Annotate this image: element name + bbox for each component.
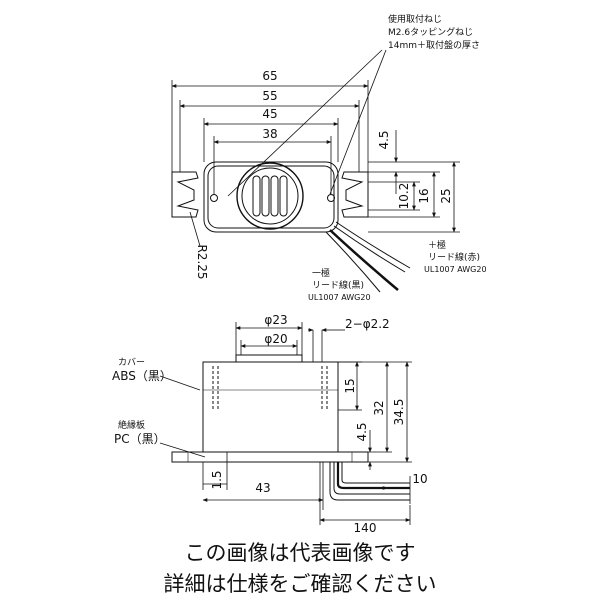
mount-hole-right xyxy=(327,194,335,202)
dim-25: 25 xyxy=(439,188,453,203)
cover-label-material: ABS（黒） xyxy=(112,369,172,383)
side-sound-port xyxy=(235,354,303,363)
radius-label: R2.25 xyxy=(195,244,209,279)
mounting-flange-right xyxy=(341,171,369,218)
lead-pos-spec: UL1007 AWG20 xyxy=(424,265,487,274)
dim-4-5-side: 4.5 xyxy=(355,422,369,441)
side-lead-2 xyxy=(333,462,410,495)
slot-1 xyxy=(252,175,261,217)
cover-label-title: カバー xyxy=(118,357,145,368)
side-body-outline xyxy=(202,361,339,453)
dim-43: 43 xyxy=(255,481,270,495)
dim-10-2: 10.2 xyxy=(397,183,411,210)
dim-15: 15 xyxy=(343,378,357,393)
lead-neg-color: リード線(黒) xyxy=(312,279,364,291)
slot-2 xyxy=(261,175,270,217)
dim-10: 10 xyxy=(412,472,427,486)
side-dimension-lines xyxy=(159,322,412,525)
lead-wire-black-2 xyxy=(325,231,381,293)
lead-neg-polarity: 一極 xyxy=(312,267,330,279)
mounting-flange xyxy=(171,171,199,218)
lead-neg-spec: UL1007 AWG20 xyxy=(308,293,371,302)
lead-pos-color: リード線(赤) xyxy=(428,251,480,263)
lead-wire-red xyxy=(335,221,411,269)
dim-34-5: 34.5 xyxy=(392,399,406,426)
screw-note-line1: 使用取付ねじ xyxy=(388,13,442,25)
caption-line-1: この画像は代表画像です xyxy=(184,541,416,565)
dim-dia-23: φ23 xyxy=(264,313,287,327)
slot-3 xyxy=(270,175,279,217)
side-lead-1 xyxy=(329,462,410,501)
sound-port-inner xyxy=(241,167,299,225)
screw-note-line3: 14mm＋取付盤の厚さ xyxy=(388,39,480,51)
dim-holes: 2−φ2.2 xyxy=(345,317,390,331)
lead-pos-polarity: ＋極 xyxy=(428,239,446,251)
side-lead-3 xyxy=(336,462,410,490)
screw-note-line2: M2.6タッピングねじ xyxy=(388,26,473,38)
dim-140: 140 xyxy=(354,521,377,535)
plate-label-title: 絶縁板 xyxy=(118,419,145,431)
dim-32: 32 xyxy=(372,400,386,415)
caption-line-2: 詳細は仕様をご確認ください xyxy=(163,572,437,596)
dim-dia-20: φ20 xyxy=(264,332,287,346)
slot-4 xyxy=(279,175,288,217)
mount-hole-left xyxy=(210,194,218,202)
dim-45: 45 xyxy=(262,107,277,121)
top-view xyxy=(171,49,460,293)
side-lead-4 xyxy=(341,462,410,484)
dim-4-5-top: 4.5 xyxy=(377,130,391,149)
dim-38: 38 xyxy=(262,127,277,141)
dim-65: 65 xyxy=(262,69,277,83)
body-outline xyxy=(203,161,339,233)
lead-wire-black xyxy=(329,229,399,291)
side-flange xyxy=(171,451,369,463)
dim-55: 55 xyxy=(262,89,277,103)
dim-1-5: 1.5 xyxy=(210,470,224,489)
dim-16: 16 xyxy=(417,188,431,203)
lead-wire-red-2 xyxy=(333,225,406,273)
top-dimension-lines xyxy=(171,49,460,247)
plate-label-material: PC（黒） xyxy=(114,432,166,446)
sound-port-outer xyxy=(236,162,304,230)
side-view xyxy=(159,322,412,525)
